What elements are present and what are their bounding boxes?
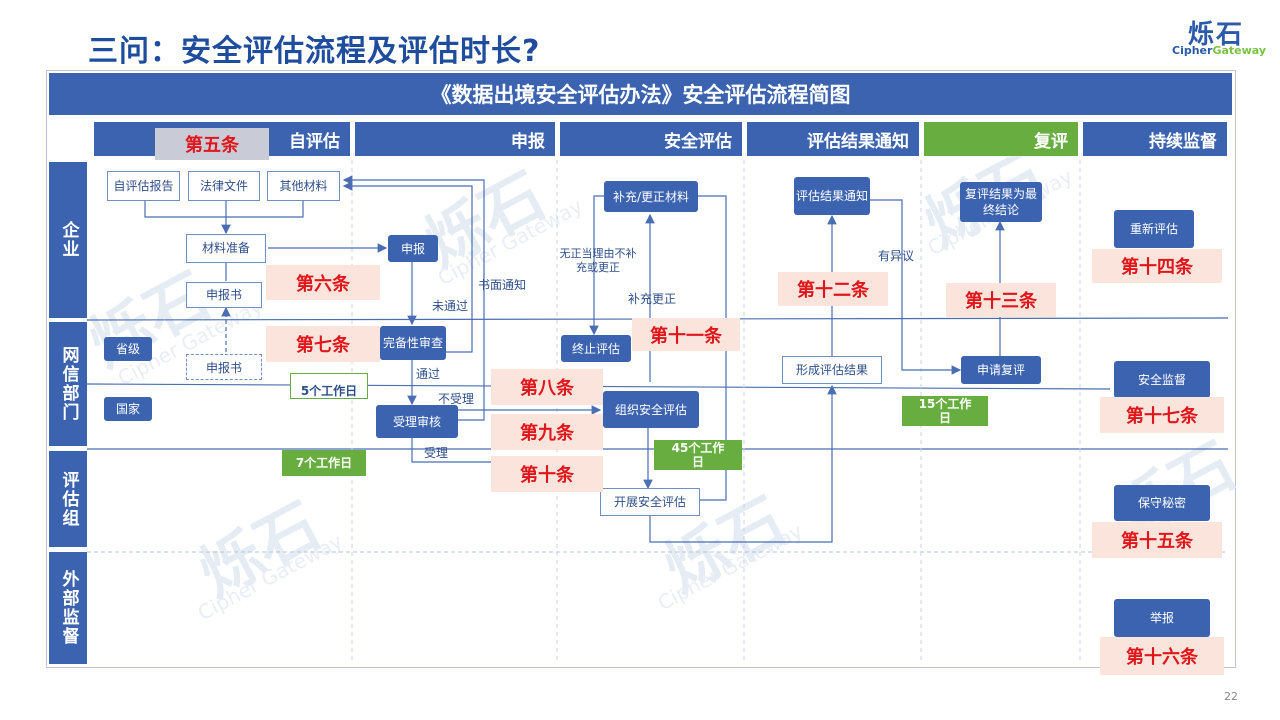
article-14-tag: 第十四条 — [1092, 249, 1222, 283]
column-header-supervision: 持续监督 — [1083, 122, 1227, 156]
page-number: 22 — [1224, 690, 1238, 703]
confidentiality-node: 保守秘密 — [1114, 485, 1210, 521]
diagram-frame — [46, 70, 1236, 668]
duration-45-days: 45个工作日 — [654, 440, 742, 470]
logo: 烁石 — [1188, 20, 1245, 50]
declaration-form-dashed: 申报书 — [186, 354, 262, 380]
row-header-cac: 网信部门 — [49, 322, 87, 446]
article-10-tag: 第十条 — [491, 456, 603, 492]
report-node: 举报 — [1114, 599, 1210, 637]
result-notice-node: 评估结果通知 — [794, 177, 870, 215]
security-supervision-node: 安全监督 — [1114, 361, 1210, 398]
logo-subtitle: CipherGateway — [1172, 44, 1267, 57]
article-13-tag: 第十三条 — [946, 283, 1056, 317]
edge-label-not-passed: 未通过 — [432, 299, 469, 313]
terminate-node: 终止评估 — [561, 335, 631, 362]
row-header-external: 外部监督 — [49, 552, 87, 664]
edge-label-not-accepted: 不受理 — [438, 392, 475, 406]
duration-7-days: 7个工作日 — [282, 450, 366, 476]
supplement-node: 补充/更正材料 — [604, 181, 698, 212]
organize-eval-node: 组织安全评估 — [603, 391, 699, 428]
reassess-node: 重新评估 — [1114, 210, 1194, 248]
edge-label-written-notice: 书面通知 — [478, 278, 527, 292]
declaration-form-box: 申报书 — [186, 282, 262, 308]
legal-docs-box: 法律文件 — [188, 171, 260, 201]
article-16-tag: 第十六条 — [1100, 637, 1224, 675]
self-report-box: 自评估报告 — [107, 171, 180, 201]
other-materials-box: 其他材料 — [267, 171, 340, 201]
duration-5-days: 5个工作日 — [290, 373, 368, 399]
apply-review-node: 申请复评 — [961, 356, 1041, 384]
article-15-tag: 第十五条 — [1092, 522, 1222, 558]
article-11-tag: 第十一条 — [632, 318, 740, 351]
edge-label-accepted: 受理 — [424, 446, 449, 460]
edge-label-has-objection: 有异议 — [878, 249, 915, 263]
review-conclusion-node: 复评结果为最终结论 — [960, 182, 1042, 222]
page-title: 三问：安全评估流程及评估时长? — [88, 34, 541, 69]
completeness-check-node: 完备性审查 — [380, 326, 446, 360]
article-9-tag: 第九条 — [491, 414, 603, 450]
article-7-tag: 第七条 — [266, 326, 380, 362]
column-header-result-notice: 评估结果通知 — [747, 122, 919, 156]
column-header-security-assessment: 安全评估 — [560, 122, 742, 156]
diagram-title: 《数据出境安全评估办法》安全评估流程简图 — [49, 73, 1232, 115]
province-node: 省级 — [104, 337, 152, 361]
article-5-tag: 第五条 — [155, 128, 269, 160]
national-node: 国家 — [104, 397, 152, 421]
article-12-tag: 第十二条 — [778, 272, 888, 306]
edge-label-passed: 通过 — [416, 367, 441, 381]
duration-15-days: 15个工作日 — [902, 396, 988, 426]
article-8-tag: 第八条 — [491, 369, 603, 405]
conduct-eval-box: 开展安全评估 — [600, 488, 700, 516]
material-prep-box: 材料准备 — [186, 234, 266, 263]
row-header-eval-team: 评估组 — [49, 451, 87, 547]
column-header-re-review: 复评 — [924, 122, 1078, 156]
acceptance-review-node: 受理审核 — [376, 405, 458, 438]
column-header-declaration: 申报 — [355, 122, 555, 156]
row-header-enterprise: 企业 — [49, 162, 87, 318]
article-6-tag: 第六条 — [266, 265, 380, 300]
declare-node: 申报 — [388, 235, 438, 262]
edge-label-supplement-correct: 补充更正 — [628, 292, 677, 306]
edge-label-no-valid-reason: 无正当理由不补充或更正 — [559, 247, 637, 274]
form-result-box: 形成评估结果 — [782, 356, 882, 384]
article-17-tag: 第十七条 — [1100, 397, 1224, 433]
